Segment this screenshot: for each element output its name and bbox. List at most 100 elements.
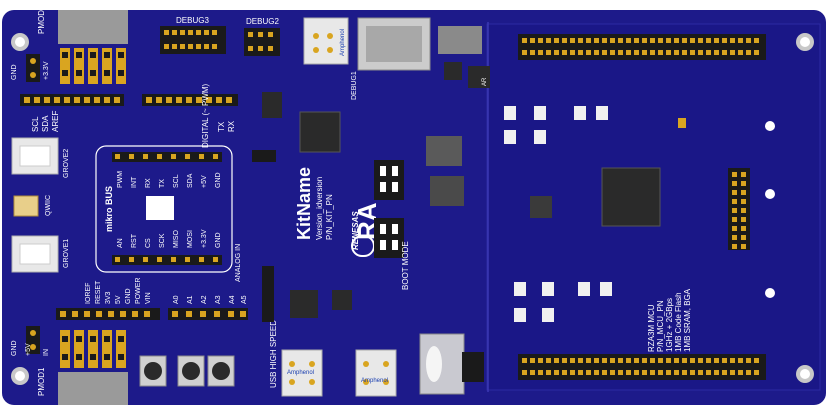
svg-text:DEBUG3: DEBUG3 (176, 16, 209, 25)
svg-text:GND: GND (11, 64, 18, 80)
header-pin (682, 38, 687, 43)
header-pin (650, 38, 655, 43)
header-pin (650, 370, 655, 375)
header-pin (554, 358, 559, 363)
header-pin (642, 358, 647, 363)
svg-text:GND: GND (215, 172, 222, 188)
expansion-header-top (518, 34, 766, 60)
mounting-hole-br (796, 365, 814, 383)
expansion-header-bottom (518, 354, 766, 380)
header-pin (754, 50, 759, 55)
svg-text:GND: GND (215, 232, 222, 248)
tx-label: TX (217, 121, 226, 132)
grove1-connector[interactable]: GROVE1 (11, 235, 70, 273)
svg-text:1MB SRAM, BGA: 1MB SRAM, BGA (683, 288, 692, 352)
header-pin (754, 358, 759, 363)
header-pin (570, 370, 575, 375)
header-pin (578, 50, 583, 55)
power-header: IOREF RESET 3V3 5V GND VIN POWER (56, 278, 160, 320)
header-pin (642, 50, 647, 55)
header-pin (634, 370, 639, 375)
header-pin (522, 50, 527, 55)
header-pin (666, 358, 671, 363)
svg-text:SDA: SDA (187, 173, 194, 188)
boot-mode-switch-1[interactable] (374, 160, 404, 200)
header-pin (706, 50, 711, 55)
reset-button[interactable] (177, 355, 205, 387)
mounting-hole-bl (11, 367, 29, 385)
header-pin (578, 370, 583, 375)
header-pin (626, 358, 631, 363)
mcu-silkscreen: RZA3M MCU P/N_MCU_PN 1GHz + 2GBps 1MB Co… (647, 288, 692, 352)
header-pin (746, 370, 751, 375)
svg-text:GND: GND (11, 340, 18, 356)
header-pin (722, 358, 727, 363)
header-pin (732, 217, 737, 222)
header-pin (538, 370, 543, 375)
header-pin (570, 38, 575, 43)
header-pin (690, 50, 695, 55)
header-pin (554, 38, 559, 43)
svg-text:TX: TX (159, 179, 166, 188)
header-pin (732, 226, 737, 231)
qwiic-connector[interactable]: QWIIC (13, 195, 52, 217)
header-pin (732, 208, 737, 213)
header-pin (586, 38, 591, 43)
usb-high-speed-connector-1[interactable]: Amphenol (281, 349, 323, 397)
svg-text:SCK: SCK (159, 233, 166, 248)
oscillator: AR (468, 66, 490, 88)
sda-label: SDA (41, 115, 50, 132)
debug1-label: DEBUG1 (351, 71, 358, 100)
header-pin (746, 38, 751, 43)
header-pin (650, 358, 655, 363)
svg-text:A0: A0 (173, 295, 180, 304)
header-pin (698, 370, 703, 375)
sd-card-slot[interactable] (357, 17, 431, 71)
header-pin (642, 38, 647, 43)
svg-text:P/N_MCU_PN: P/N_MCU_PN (656, 300, 665, 352)
svg-text:DEBUG2: DEBUG2 (246, 17, 279, 26)
boot-mode-switch-2[interactable] (374, 218, 404, 258)
header-pin (698, 358, 703, 363)
header-pin (658, 50, 663, 55)
digital-pwm-label: DIGITAL (~ PWM) (201, 83, 210, 148)
usb-high-speed-connector-2[interactable]: Amphenol (355, 349, 397, 397)
header-pin (714, 358, 719, 363)
grove2-connector[interactable]: GROVE2 (11, 137, 70, 178)
header-pin (732, 181, 737, 186)
user-button-1[interactable] (139, 355, 167, 387)
svg-text:3V3: 3V3 (105, 291, 112, 304)
header-pin (746, 50, 751, 55)
power-jumper-bottom: GND +5V IN (11, 326, 50, 356)
svg-text:Amphenol: Amphenol (287, 370, 314, 376)
svg-text:MISO: MISO (173, 230, 180, 248)
pmod1-label: PMOD1 (37, 367, 46, 396)
header-pin (626, 50, 631, 55)
header-pin (530, 50, 535, 55)
svg-text:RZA3M MCU: RZA3M MCU (647, 304, 656, 352)
usb-debug1-connector[interactable]: Amphenol (303, 17, 349, 65)
user-button-2[interactable] (207, 355, 235, 387)
header-pin (602, 358, 607, 363)
mikrobus-socket: PWM INT RX TX SCL SDA +5V GND AN RST CS … (95, 145, 233, 273)
svg-text:IN: IN (43, 349, 50, 356)
header-pin (746, 358, 751, 363)
svg-text:A1: A1 (187, 295, 194, 304)
header-pin (594, 38, 599, 43)
svg-text:IOREF: IOREF (85, 283, 92, 304)
svg-text:MOSI: MOSI (187, 230, 194, 248)
header-pin (690, 38, 695, 43)
aref-label: AREF (51, 111, 60, 132)
header-pin (690, 358, 695, 363)
header-pin (674, 50, 679, 55)
header-pin (754, 38, 759, 43)
svg-text:Amphenol: Amphenol (361, 378, 388, 384)
header-pin (674, 38, 679, 43)
boot-mode-label: BOOT MODE (401, 241, 410, 290)
audio-jack[interactable] (419, 333, 465, 395)
svg-text:RESET: RESET (95, 280, 102, 304)
analog-header: A0 A1 A2 A3 A4 A5 ANALOG IN (168, 244, 248, 320)
header-pin (642, 370, 647, 375)
grove1-label: GROVE1 (63, 239, 70, 268)
